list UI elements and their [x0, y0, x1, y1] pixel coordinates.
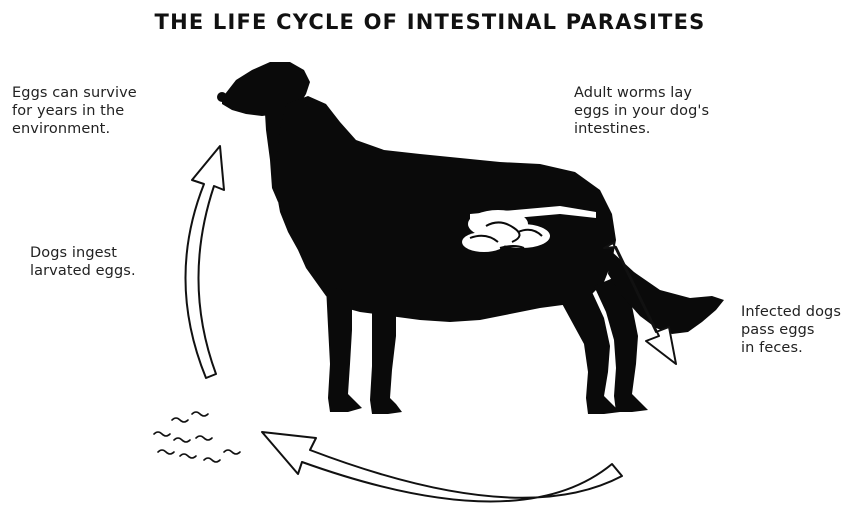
eggs-icon — [154, 412, 240, 462]
cycle-arrow-icon — [185, 146, 224, 378]
cycle-arrow-icon — [262, 432, 622, 502]
